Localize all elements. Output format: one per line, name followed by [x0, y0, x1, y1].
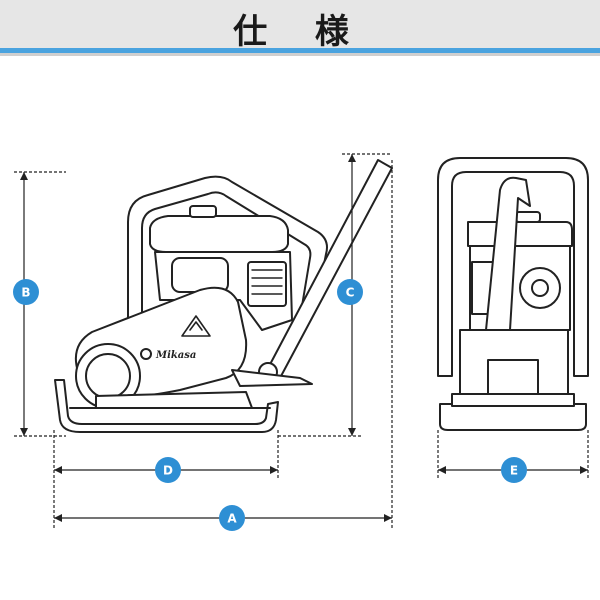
side-recoil-starter [171, 257, 229, 293]
side-logo-emblem [140, 348, 152, 360]
side-base-plate [54, 379, 279, 433]
front-view-machine [437, 157, 589, 431]
front-fuel-cap [515, 211, 541, 223]
side-lower-frame [95, 391, 253, 409]
dimension-badge-d: D [155, 457, 181, 483]
side-brand-logo: Mikasa [155, 350, 196, 361]
page-title: 仕 様 [233, 12, 367, 52]
front-fuel-tank [467, 221, 573, 247]
front-base-top [451, 393, 575, 407]
side-muffler-fins [251, 269, 283, 295]
header-bar: 仕 様 [0, 0, 600, 52]
header-underline [0, 53, 600, 56]
dimension-label-e: E [510, 464, 518, 478]
front-base-plate [439, 403, 587, 431]
header-accent-rule [0, 48, 600, 53]
front-recoil-hub [531, 279, 549, 297]
front-exciter-block [487, 359, 539, 395]
front-handle [485, 176, 531, 331]
side-handle-mount [231, 369, 313, 387]
dimension-label-b: B [21, 286, 30, 300]
dimension-badge-b: B [13, 279, 39, 305]
dimension-label-d: D [163, 464, 173, 478]
side-muffler [247, 261, 287, 307]
dimension-badge-a: A [219, 505, 245, 531]
side-view-machine [54, 159, 393, 433]
front-roll-frame [437, 157, 589, 377]
dimension-badge-e: E [501, 457, 527, 483]
side-fuel-cap [189, 205, 217, 218]
dimension-label-c: C [346, 286, 355, 300]
side-triangle-logo [181, 315, 211, 337]
dimension-badge-c: C [337, 279, 363, 305]
dimension-label-a: A [227, 512, 237, 526]
dimension-arrowheads [20, 154, 588, 522]
side-fuel-tank [149, 215, 289, 253]
front-recoil-starter [519, 267, 561, 309]
